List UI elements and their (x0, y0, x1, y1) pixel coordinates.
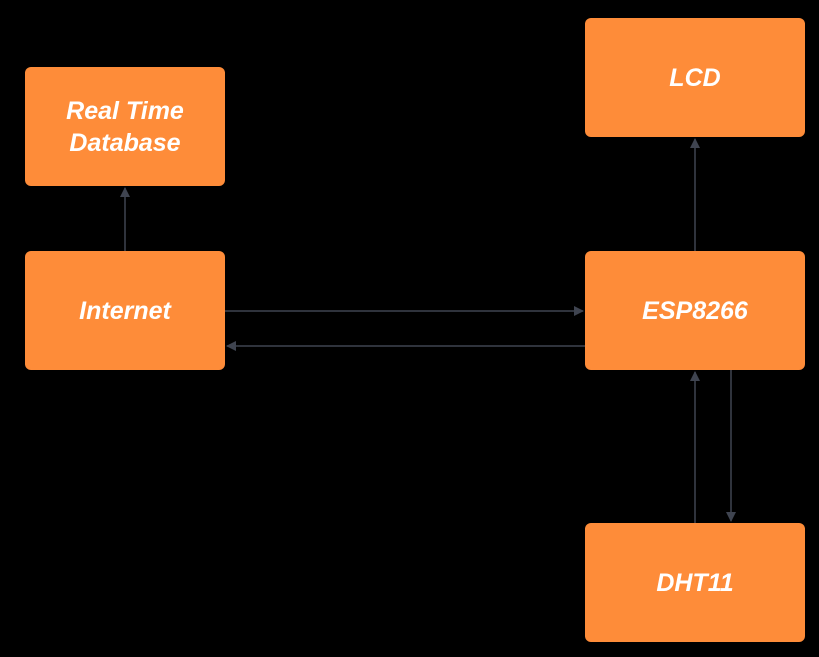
dht11-label: DHT11 (656, 568, 734, 597)
realtime-database-label: Real Time Database (66, 96, 184, 157)
lcd-node: LCD (585, 18, 805, 137)
realtime-database-node: Real Time Database (25, 67, 225, 186)
internet-label: Internet (79, 296, 171, 325)
internet-node: Internet (25, 251, 225, 370)
dht11-node: DHT11 (585, 523, 805, 642)
lcd-label: LCD (669, 63, 721, 92)
esp8266-node: ESP8266 (585, 251, 805, 370)
esp8266-label: ESP8266 (642, 296, 748, 325)
